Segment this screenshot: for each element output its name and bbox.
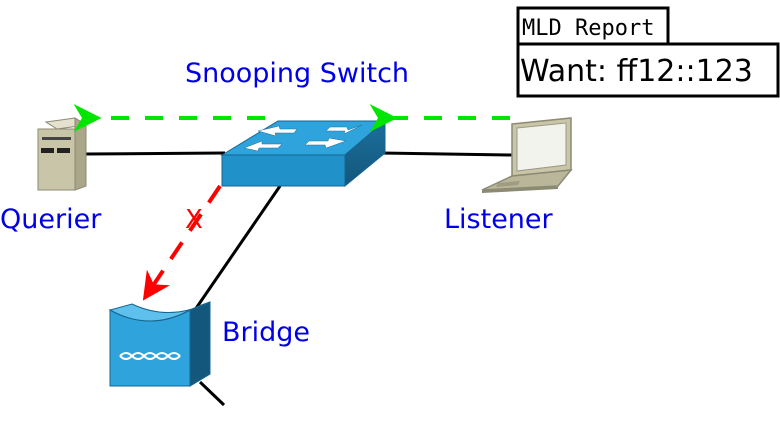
links [85, 151, 513, 407]
link-bridge-out [198, 380, 226, 407]
switch-label: Snooping Switch [185, 58, 409, 89]
report-title: MLD Report [522, 16, 654, 41]
mld-report-box: MLD Report Want: ff12::123 [516, 6, 780, 98]
report-body: Want: ff12::123 [520, 54, 753, 89]
link-switch-bridge [186, 185, 282, 321]
blocked-report-flow: X [142, 184, 222, 301]
report-body-box [516, 42, 780, 98]
listener-label: Listener [444, 204, 554, 235]
querier-label: Querier [0, 204, 102, 235]
querier-server-icon [37, 117, 88, 191]
snooping-switch-icon [220, 119, 387, 188]
link-switch-listener [379, 151, 513, 157]
bridge-label: Bridge [222, 317, 310, 348]
blocked-arrow-switch-to-bridge [142, 184, 222, 301]
blocked-x-mark: X [185, 205, 203, 235]
bridge-icon [108, 301, 211, 387]
listener-laptop-icon [481, 117, 573, 193]
link-querier-switch [85, 151, 226, 156]
